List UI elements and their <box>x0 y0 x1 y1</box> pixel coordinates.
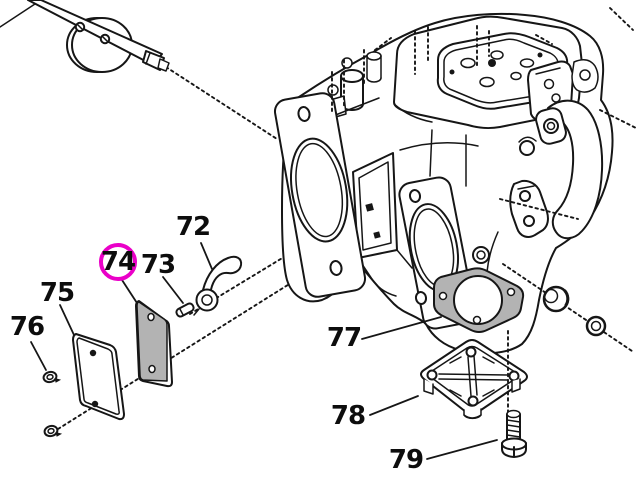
carburetor-body <box>273 12 614 355</box>
bowl-cover-screw <box>501 330 527 458</box>
callout-73[interactable]: 73 <box>140 250 176 280</box>
choke-lever <box>193 255 243 316</box>
cover-screw-lower <box>43 424 63 438</box>
callout-72[interactable]: 72 <box>175 212 211 242</box>
lever-pin <box>175 302 195 318</box>
leader-lines <box>30 242 498 460</box>
throttle-shaft-assembly <box>27 0 170 73</box>
flange-gasket <box>433 267 525 333</box>
corner-line <box>0 1 39 28</box>
callout-74[interactable]: 74 <box>100 247 136 277</box>
callout-75[interactable]: 75 <box>39 278 75 308</box>
cover-screw-upper <box>42 370 62 384</box>
callout-78[interactable]: 78 <box>330 401 366 431</box>
callout-77[interactable]: 77 <box>326 323 362 353</box>
highlight-circle <box>99 243 137 281</box>
gasket-plate <box>135 300 173 388</box>
cover-plate <box>72 333 125 421</box>
bowl-cover <box>420 339 528 420</box>
overlay-dashed-lines <box>331 7 636 352</box>
callout-79[interactable]: 79 <box>388 445 424 475</box>
callout-76[interactable]: 76 <box>9 312 45 342</box>
plug-and-washer <box>542 285 607 337</box>
